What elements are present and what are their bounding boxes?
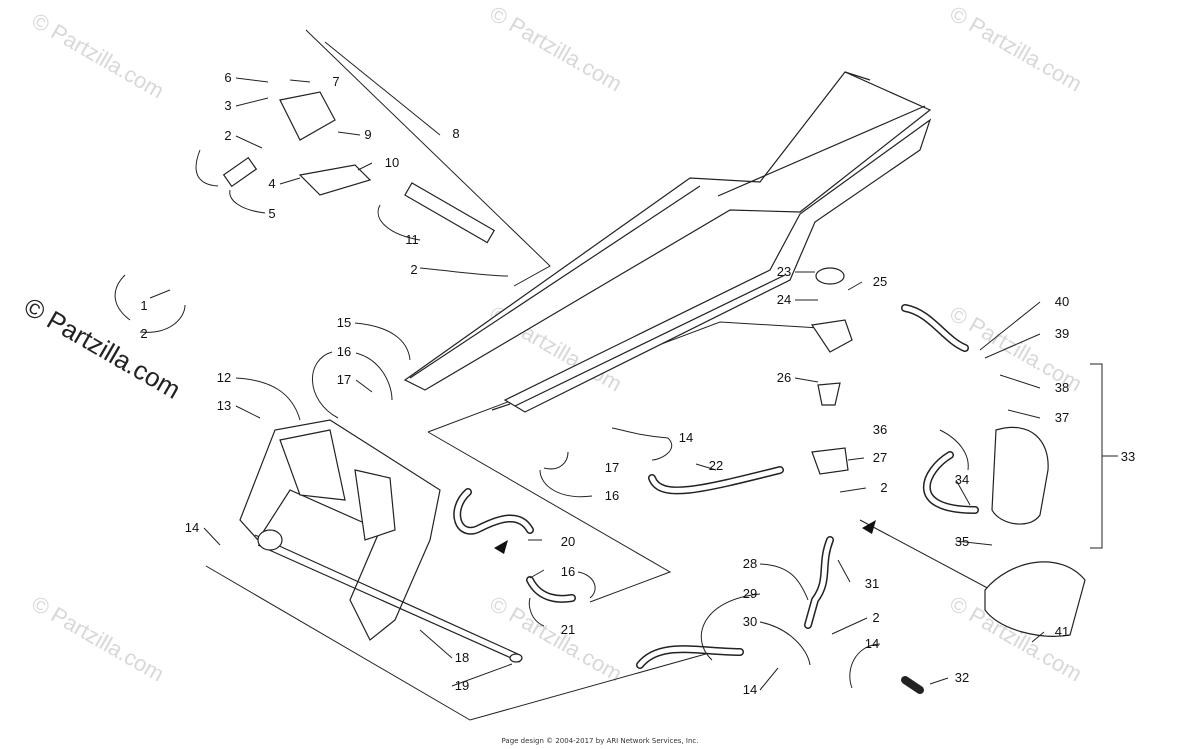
- callout-19: 19: [455, 678, 469, 693]
- callout-12: 12: [217, 370, 231, 385]
- watermark: © Partzilla.com: [28, 8, 169, 104]
- front-frame: [239, 419, 523, 663]
- callout-39: 39: [1055, 326, 1069, 341]
- callout-21: 21: [561, 622, 575, 637]
- watermark: © Partzilla.com: [486, 591, 627, 687]
- callout-26: 26: [777, 370, 791, 385]
- callout-32: 32: [955, 670, 969, 685]
- thermostat-housing: [810, 267, 853, 475]
- callout-2: 2: [872, 610, 879, 625]
- callout-18: 18: [455, 650, 469, 665]
- callout-labels: 1 2 2 2 2 2 3 4 5 6 7 8 9 10 11 12 13 14…: [140, 70, 1135, 697]
- callout-2: 2: [880, 480, 887, 495]
- callout-28: 28: [743, 556, 757, 571]
- callout-40: 40: [1055, 294, 1069, 309]
- watermark-layer: © Partzilla.com © Partzilla.com © Partzi…: [28, 1, 1087, 687]
- callout-25: 25: [873, 274, 887, 289]
- heat-exchanger-lower: [491, 118, 932, 413]
- callout-30: 30: [743, 614, 757, 629]
- callout-1: 1: [140, 298, 147, 313]
- page-footer: Page design © 2004-2017 by ARI Network S…: [501, 737, 699, 745]
- callout-17: 17: [605, 460, 619, 475]
- callout-31: 31: [865, 576, 879, 591]
- callout-4: 4: [268, 176, 275, 191]
- watermark: © Partzilla.com: [28, 591, 169, 687]
- callout-13: 13: [217, 398, 231, 413]
- callout-22: 22: [709, 458, 723, 473]
- callout-33: 33: [1121, 449, 1135, 464]
- flow-arrows: [494, 520, 876, 554]
- watermark-main: © Partzilla.com: [19, 291, 186, 405]
- callout-27: 27: [873, 450, 887, 465]
- callout-2: 2: [224, 128, 231, 143]
- callout-14: 14: [865, 636, 879, 651]
- callout-24: 24: [777, 292, 791, 307]
- callout-20: 20: [561, 534, 575, 549]
- coolant-reservoir: [984, 426, 1086, 637]
- callout-16: 16: [337, 344, 351, 359]
- callout-14: 14: [743, 682, 757, 697]
- callout-8: 8: [452, 126, 459, 141]
- callout-41: 41: [1055, 624, 1069, 639]
- heat-exchanger-upper: [403, 71, 932, 391]
- watermark: © Partzilla.com: [486, 1, 627, 97]
- callout-37: 37: [1055, 410, 1069, 425]
- callout-5: 5: [268, 206, 275, 221]
- callout-23: 23: [777, 264, 791, 279]
- leader-lines: [114, 41, 1118, 691]
- callout-7: 7: [332, 74, 339, 89]
- callout-2: 2: [140, 326, 147, 341]
- callout-2: 2: [410, 262, 417, 277]
- callout-6: 6: [224, 70, 231, 85]
- callout-36: 36: [873, 422, 887, 437]
- callout-34: 34: [955, 472, 969, 487]
- callout-14: 14: [185, 520, 199, 535]
- callout-16: 16: [605, 488, 619, 503]
- callout-3: 3: [224, 98, 231, 113]
- callout-17: 17: [337, 372, 351, 387]
- callout-14: 14: [679, 430, 693, 445]
- callout-16: 16: [561, 564, 575, 579]
- callout-11: 11: [405, 232, 419, 247]
- bypass-valve-assembly: [222, 91, 496, 244]
- hose-inner: [454, 305, 978, 668]
- callout-38: 38: [1055, 380, 1069, 395]
- callout-29: 29: [743, 586, 757, 601]
- watermark: © Partzilla.com: [946, 1, 1087, 97]
- callout-15: 15: [337, 315, 351, 330]
- callout-9: 9: [364, 127, 371, 142]
- callout-10: 10: [385, 155, 399, 170]
- callout-35: 35: [955, 534, 969, 549]
